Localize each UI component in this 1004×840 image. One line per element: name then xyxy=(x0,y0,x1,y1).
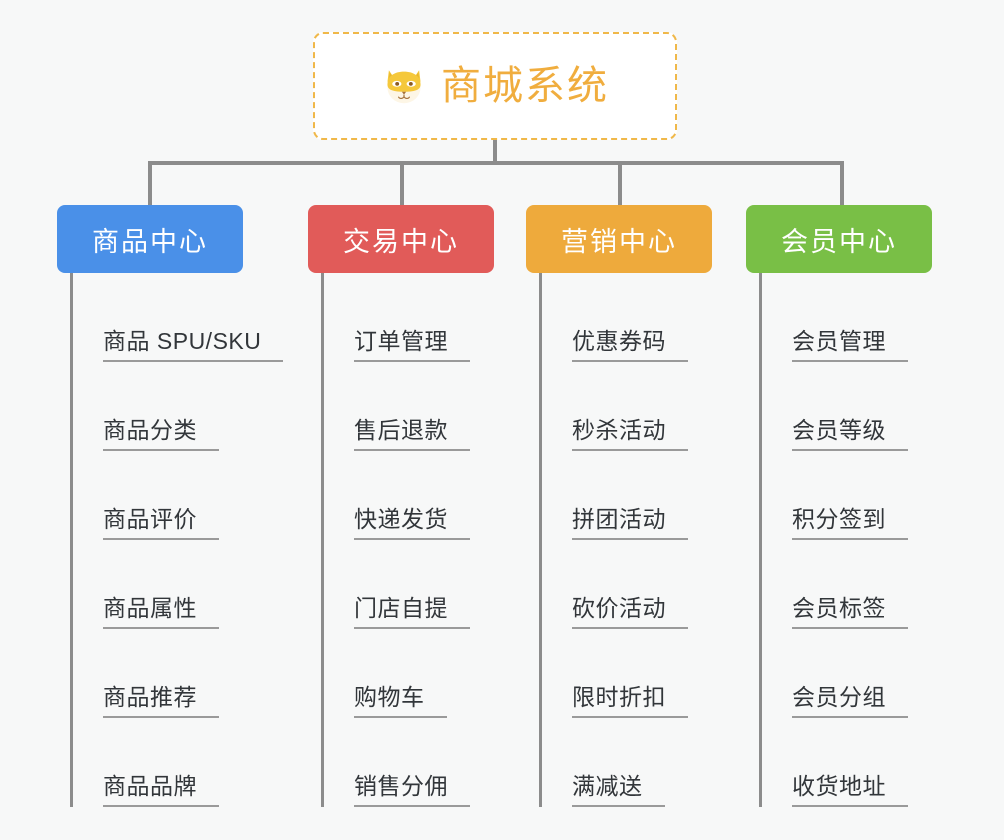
leaf-item[interactable]: 会员分组 xyxy=(762,629,908,718)
leaf-item-label: 会员标签 xyxy=(792,596,908,629)
shiba-dog-face-icon xyxy=(387,70,421,104)
leaf-item-label: 会员分组 xyxy=(792,685,908,718)
leaf-item[interactable]: 优惠券码 xyxy=(542,273,688,362)
leaf-item[interactable]: 会员管理 xyxy=(762,273,908,362)
leaf-item-label: 商品推荐 xyxy=(103,685,219,718)
leaf-item-label: 满减送 xyxy=(572,774,665,807)
leaf-item-label: 限时折扣 xyxy=(572,685,688,718)
connector-drop-4 xyxy=(840,161,844,207)
leaf-item-label: 订单管理 xyxy=(354,329,470,362)
leaf-item-label: 收货地址 xyxy=(792,774,908,807)
leaf-item[interactable]: 会员等级 xyxy=(762,362,908,451)
leaf-item-label: 拼团活动 xyxy=(572,507,688,540)
category-box-2[interactable]: 交易中心 xyxy=(308,205,494,273)
leaf-item-label: 砍价活动 xyxy=(572,596,688,629)
leaf-item-label: 商品品牌 xyxy=(103,774,219,807)
leaf-item-label: 积分签到 xyxy=(792,507,908,540)
leaf-item[interactable]: 售后退款 xyxy=(324,362,470,451)
connector-trunk-bar xyxy=(148,161,844,165)
leaf-list-1: 商品 SPU/SKU 商品分类商品评价商品属性商品推荐商品品牌 xyxy=(70,273,284,807)
leaf-list-2: 订单管理售后退款快递发货门店自提购物车销售分佣 xyxy=(321,273,470,807)
leaf-item-label: 商品 SPU/SKU xyxy=(103,329,284,362)
category-box-3[interactable]: 营销中心 xyxy=(526,205,712,273)
leaf-item[interactable]: 商品推荐 xyxy=(73,629,283,718)
leaf-item-label: 销售分佣 xyxy=(354,774,470,807)
root-node[interactable]: 商城系统 xyxy=(313,32,677,140)
leaf-item-label: 售后退款 xyxy=(354,418,470,451)
connector-drop-3 xyxy=(618,161,622,207)
leaf-item-label: 会员管理 xyxy=(792,329,908,362)
leaf-item[interactable]: 砍价活动 xyxy=(542,540,688,629)
leaf-item-label: 商品评价 xyxy=(103,507,219,540)
leaf-item[interactable]: 订单管理 xyxy=(324,273,470,362)
leaf-item[interactable]: 商品 SPU/SKU xyxy=(73,273,284,362)
category-box-4[interactable]: 会员中心 xyxy=(746,205,932,273)
category-label-1: 商品中心 xyxy=(92,226,208,257)
leaf-item-label: 会员等级 xyxy=(792,418,908,451)
connector-drop-2 xyxy=(400,161,404,207)
category-label-2: 交易中心 xyxy=(343,226,459,257)
leaf-item[interactable]: 销售分佣 xyxy=(324,718,470,807)
leaf-item[interactable]: 商品评价 xyxy=(73,451,283,540)
leaf-item[interactable]: 秒杀活动 xyxy=(542,362,688,451)
leaf-item-label: 商品分类 xyxy=(103,418,219,451)
leaf-item[interactable]: 购物车 xyxy=(324,629,470,718)
root-title: 商城系统 xyxy=(441,64,609,108)
category-label-3: 营销中心 xyxy=(561,226,677,257)
leaf-item-label: 门店自提 xyxy=(354,596,470,629)
leaf-item[interactable]: 商品品牌 xyxy=(73,718,283,807)
connector-root-stem xyxy=(493,140,497,164)
leaf-item[interactable]: 快递发货 xyxy=(324,451,470,540)
leaf-item[interactable]: 商品分类 xyxy=(73,362,283,451)
leaf-item[interactable]: 收货地址 xyxy=(762,718,908,807)
leaf-item-label: 优惠券码 xyxy=(572,329,688,362)
leaf-list-4: 会员管理会员等级积分签到会员标签会员分组收货地址 xyxy=(759,273,908,807)
category-box-1[interactable]: 商品中心 xyxy=(57,205,243,273)
connector-drop-1 xyxy=(148,161,152,207)
leaf-item[interactable]: 门店自提 xyxy=(324,540,470,629)
leaf-item[interactable]: 会员标签 xyxy=(762,540,908,629)
leaf-item[interactable]: 限时折扣 xyxy=(542,629,688,718)
leaf-item[interactable]: 满减送 xyxy=(542,718,688,807)
leaf-item-label: 快递发货 xyxy=(354,507,470,540)
leaf-item[interactable]: 拼团活动 xyxy=(542,451,688,540)
leaf-item-label: 商品属性 xyxy=(103,596,219,629)
category-label-4: 会员中心 xyxy=(781,226,897,257)
leaf-item-label: 购物车 xyxy=(354,685,447,718)
leaf-item-label: 秒杀活动 xyxy=(572,418,688,451)
leaf-item[interactable]: 商品属性 xyxy=(73,540,283,629)
leaf-list-3: 优惠券码秒杀活动拼团活动砍价活动限时折扣满减送 xyxy=(539,273,688,807)
leaf-item[interactable]: 积分签到 xyxy=(762,451,908,540)
